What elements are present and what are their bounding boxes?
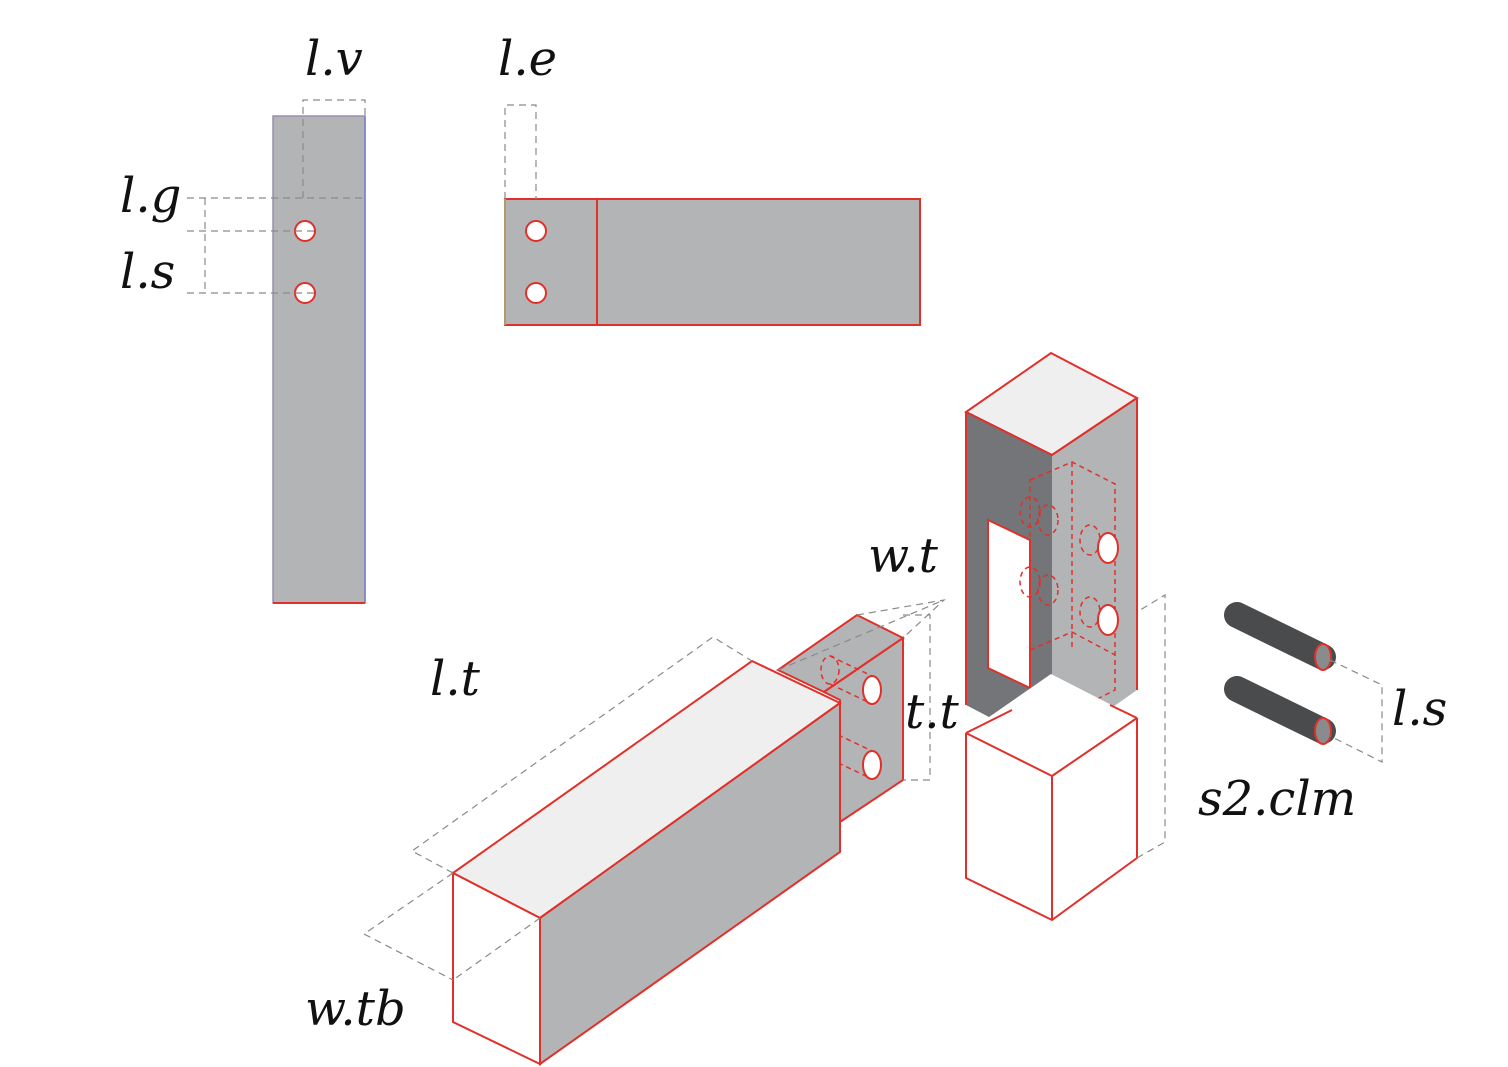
- column-isometric: [964, 351, 1166, 921]
- label-l-v: l.v: [305, 31, 363, 87]
- horizontal-member-elevation: [504, 104, 921, 326]
- pegs: [1224, 602, 1383, 763]
- beam-isometric: [362, 599, 946, 1066]
- label-l-g: l.g: [120, 168, 181, 224]
- label-t-t: t.t: [905, 684, 960, 740]
- label-s2-clm: s2.clm: [1198, 771, 1356, 827]
- peg: [1224, 602, 1336, 671]
- label-l-s-right: l.s: [1392, 681, 1447, 737]
- label-w-tb: w.tb: [305, 981, 406, 1037]
- peg-hole: [525, 220, 547, 242]
- label-w-t: w.t: [868, 528, 939, 584]
- vertical-member-elevation: [187, 99, 366, 604]
- label-l-t: l.t: [430, 651, 481, 707]
- label-l-e: l.e: [498, 31, 557, 87]
- label-l-s-left: l.s: [120, 244, 175, 300]
- peg: [1224, 676, 1336, 745]
- peg-hole: [525, 282, 547, 304]
